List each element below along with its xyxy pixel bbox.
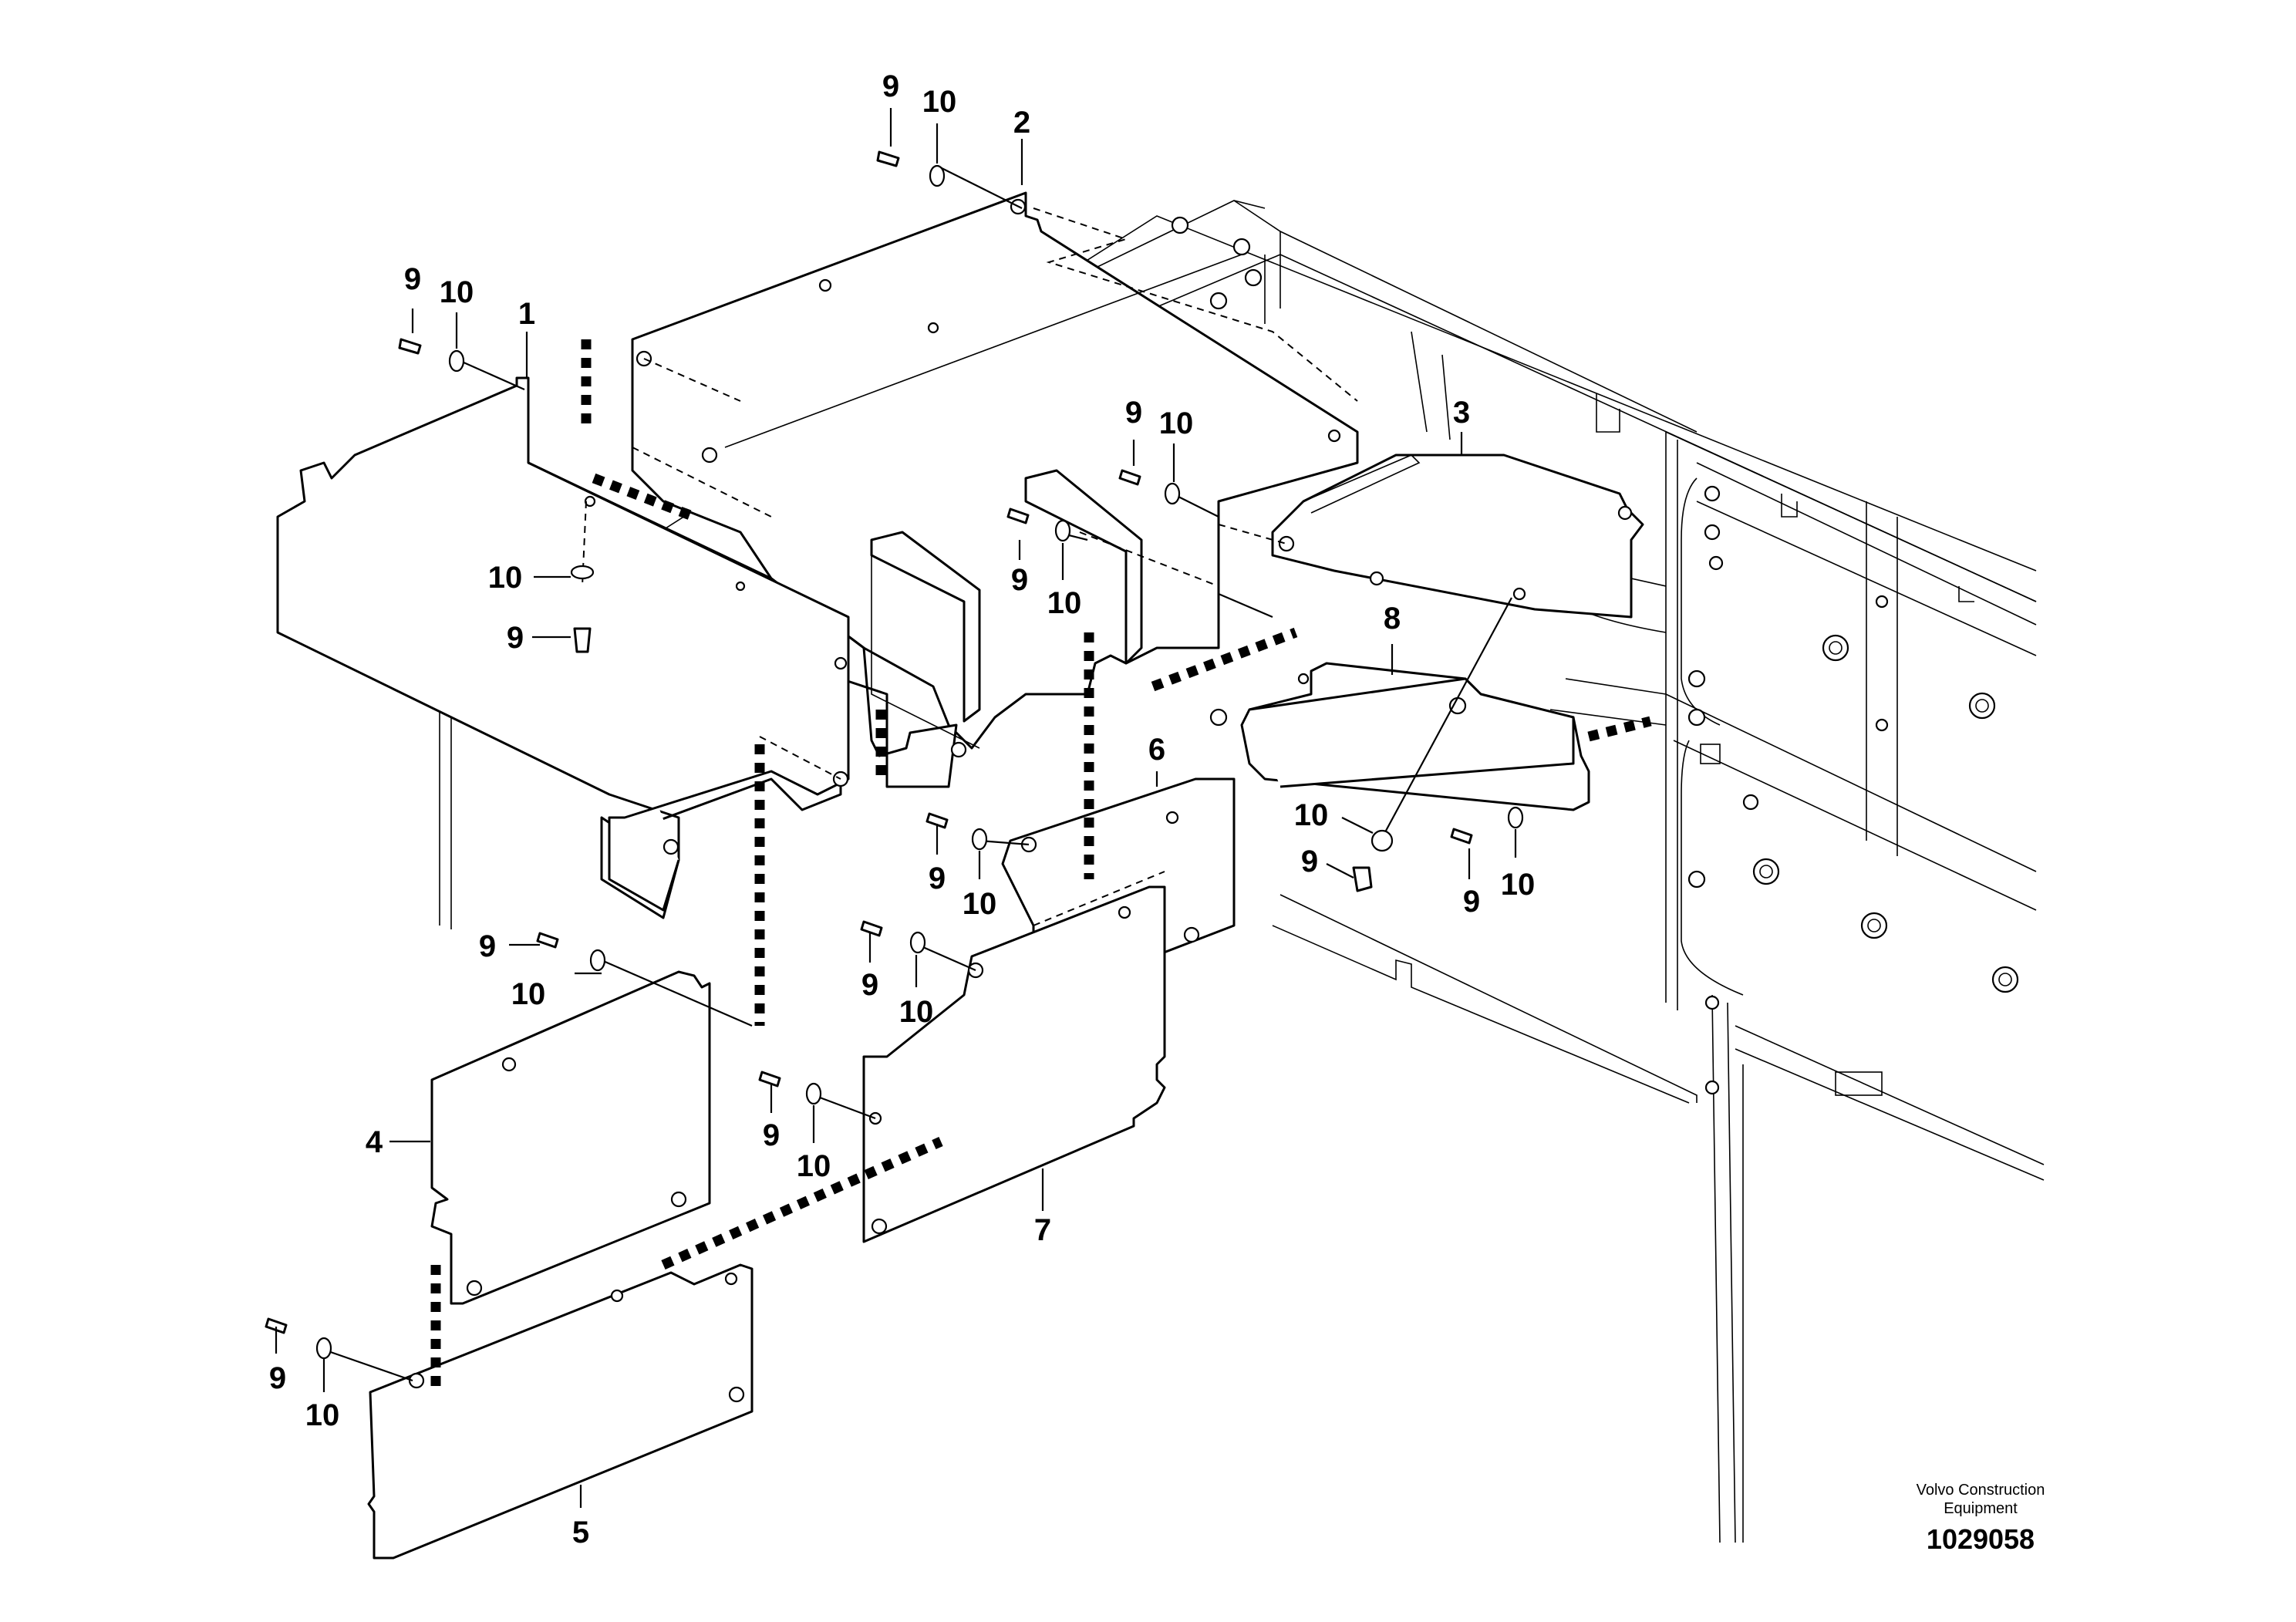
callout-10: 10 [1501, 868, 1536, 902]
callout-9: 9 [1463, 885, 1480, 919]
callout-9: 9 [1011, 563, 1028, 597]
panel-part-4 [430, 970, 711, 1305]
callout-10: 10 [922, 85, 957, 119]
callout-10: 10 [305, 1398, 340, 1432]
callout-9: 9 [763, 1118, 780, 1152]
manufacturer-line-1: Volvo Construction [1917, 1482, 2045, 1499]
panel-part-8 [1209, 662, 1590, 811]
panel-part-7 [862, 871, 1166, 1243]
callout-9: 9 [882, 69, 899, 103]
title-block: Volvo Construction Equipment 1029058 [1917, 1482, 2045, 1555]
drawing-number: 1029058 [1927, 1523, 2035, 1555]
callout-9: 9 [404, 262, 421, 296]
callout-10: 10 [488, 561, 523, 595]
callout-10: 10 [1047, 586, 1082, 620]
callout-numbers: 9 10 2 9 10 1 9 10 3 9 10 10 9 8 6 10 9 … [269, 69, 1535, 1549]
wedge-brackets [870, 469, 1143, 723]
callout-3: 3 [1453, 396, 1470, 430]
screws-and-washers [265, 150, 1524, 1360]
callout-4: 4 [366, 1125, 383, 1159]
panel-part-5 [367, 1263, 754, 1560]
callout-9: 9 [929, 862, 946, 895]
callout-10: 10 [1294, 798, 1329, 832]
callout-9: 9 [1125, 396, 1142, 430]
callout-10: 10 [440, 275, 474, 309]
callout-10: 10 [963, 887, 997, 921]
fastener-lines [323, 165, 1512, 1382]
callout-1: 1 [518, 297, 535, 331]
sealing-strips [430, 339, 1652, 1388]
callout-2: 2 [1013, 106, 1030, 140]
callout-10: 10 [797, 1149, 831, 1183]
callout-5: 5 [572, 1516, 589, 1549]
manufacturer-line-2: Equipment [1944, 1500, 2018, 1517]
callout-6: 6 [1148, 733, 1165, 767]
callout-9: 9 [1301, 845, 1318, 878]
callout-9: 9 [507, 621, 524, 655]
callout-9: 9 [861, 968, 878, 1002]
callout-9: 9 [479, 929, 496, 963]
callout-8: 8 [1384, 602, 1401, 636]
callout-10: 10 [1159, 406, 1194, 440]
callout-leaders [275, 108, 1517, 1508]
panel-part-3 [1271, 454, 1644, 619]
background-frame [439, 200, 2045, 1543]
callout-7: 7 [1034, 1213, 1051, 1247]
callout-9: 9 [269, 1361, 286, 1395]
panel-part-1 [276, 376, 980, 919]
callout-10: 10 [899, 995, 934, 1029]
callout-10: 10 [511, 977, 546, 1011]
